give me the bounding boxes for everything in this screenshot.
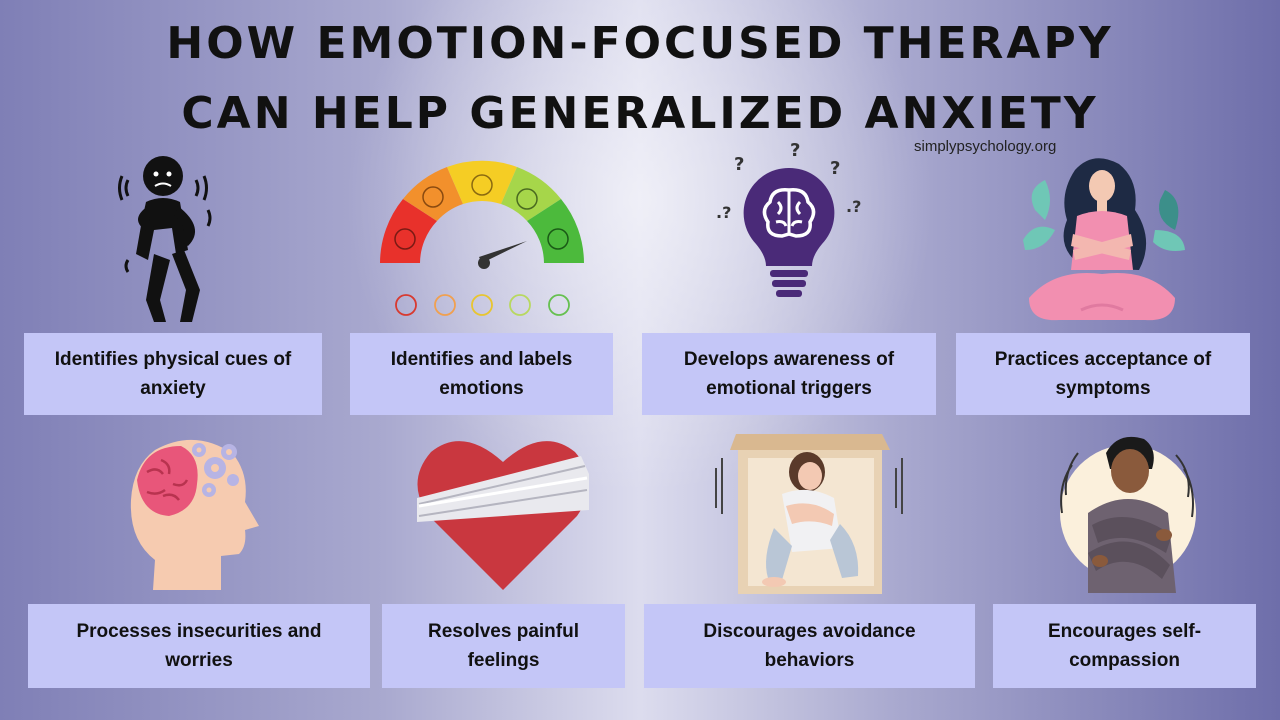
card-identifies-labels-emotions: Identifies and labels emotions	[350, 333, 613, 415]
self-hug-icon	[1060, 436, 1196, 593]
card-processes-insecurities: Processes insecurities and worries	[28, 604, 370, 688]
svg-text:?: ?	[830, 158, 840, 179]
card-identifies-physical-cues: Identifies physical cues of anxiety	[24, 333, 322, 415]
card-practices-acceptance: Practices acceptance of symptoms	[956, 333, 1250, 415]
brain-lightbulb-icon: ? ? ? .? .?	[716, 140, 861, 297]
svg-text:?: ?	[734, 154, 744, 175]
card-encourages-self-compassion: Encourages self-compassion	[993, 604, 1256, 688]
person-in-box-icon	[715, 434, 903, 594]
bandaged-heart-icon	[417, 441, 589, 590]
page-title-line-2: CAN HELP GENERALIZED ANXIETY	[181, 88, 1099, 139]
meditating-woman-icon	[1023, 158, 1185, 321]
svg-text:?: ?	[790, 140, 800, 161]
svg-text:.?: .?	[846, 197, 861, 216]
brain-gears-head-icon	[130, 439, 259, 590]
card-develops-awareness-triggers: Develops awareness of emotional triggers	[642, 333, 936, 415]
source-credit: simplypsychology.org	[914, 138, 1057, 155]
anxious-person-icon	[118, 156, 212, 322]
svg-text:.?: .?	[716, 203, 731, 222]
card-resolves-painful-feelings: Resolves painful feelings	[382, 604, 625, 688]
emotion-meter-icon	[380, 160, 584, 316]
page-title-line-1: HOW EMOTION-FOCUSED THERAPY	[166, 18, 1114, 69]
card-discourages-avoidance: Discourages avoidance behaviors	[644, 604, 975, 688]
